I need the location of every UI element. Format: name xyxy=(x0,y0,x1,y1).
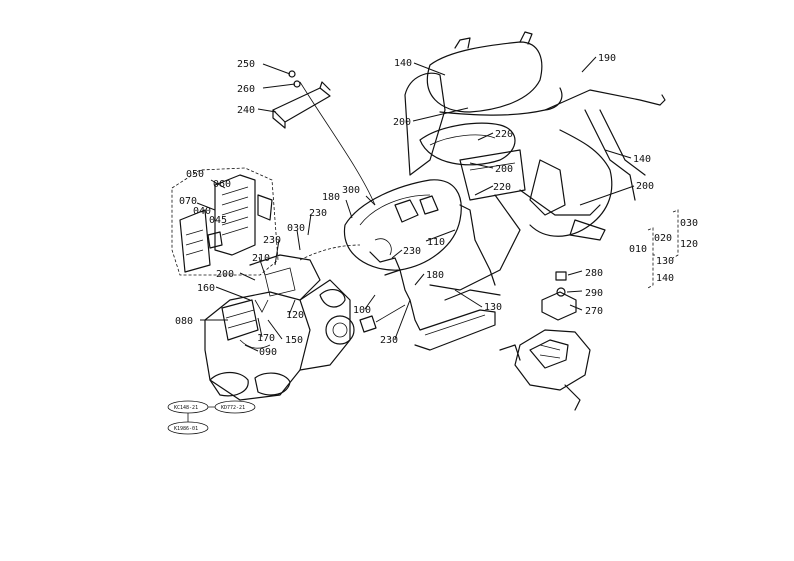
callout-280: 280 xyxy=(585,268,603,279)
callout-110: 110 xyxy=(427,237,445,248)
kit-ref-140: 140 xyxy=(656,273,674,284)
leader-lines xyxy=(196,56,635,352)
callout-230-top: 230 xyxy=(309,208,327,219)
seat-and-fender-assembly xyxy=(404,31,666,291)
callout-150: 150 xyxy=(285,335,303,346)
callout-200-left: 200 xyxy=(216,269,234,280)
callout-100: 100 xyxy=(353,305,371,316)
callout-070: 070 xyxy=(179,196,197,207)
callout-170: 170 xyxy=(257,333,275,344)
callout-240: 240 xyxy=(237,105,255,116)
callout-040: 040 xyxy=(193,206,211,217)
kit-ref-120: 120 xyxy=(680,239,698,250)
stamp-1-text: KC148-21 xyxy=(174,405,198,411)
callout-200-seat: 200 xyxy=(393,117,411,128)
kit-ref-010: 010 xyxy=(629,244,647,255)
callout-200-right: 200 xyxy=(636,181,654,192)
callout-230-mid: 230 xyxy=(403,246,421,257)
callout-230-left: 230 xyxy=(263,235,281,246)
callout-230-bottom: 230 xyxy=(380,335,398,346)
model-stamps: KC148-21 KD772-21 K1986-01 xyxy=(167,400,256,435)
fuse-box-assembly xyxy=(171,167,279,276)
engine-front-assembly xyxy=(204,254,406,401)
cover-plate-assembly xyxy=(272,70,376,206)
callout-050: 050 xyxy=(186,169,204,180)
kit-ref-130: 130 xyxy=(656,256,674,267)
callout-220-upper: 220 xyxy=(495,129,513,140)
stamp-3-text: K1986-01 xyxy=(174,426,198,432)
callout-030: 030 xyxy=(287,223,305,234)
callout-060: 060 xyxy=(213,179,231,190)
callout-140-right: 140 xyxy=(633,154,651,165)
callout-130: 130 xyxy=(484,302,502,313)
kit-bracket-lines xyxy=(647,209,679,289)
callout-260: 260 xyxy=(237,84,255,95)
callout-220-lower: 220 xyxy=(493,182,511,193)
callout-045: 045 xyxy=(209,215,227,226)
stamp-2-text: KD772-21 xyxy=(221,405,245,411)
callout-180-top: 180 xyxy=(322,192,340,203)
callout-080: 080 xyxy=(175,316,193,327)
callout-160: 160 xyxy=(197,283,215,294)
callout-270: 270 xyxy=(585,306,603,317)
callout-140-top: 140 xyxy=(394,58,412,69)
callout-210: 210 xyxy=(252,253,270,264)
kit-ref-020: 020 xyxy=(654,233,672,244)
callout-120: 120 xyxy=(286,310,304,321)
callout-200-mid: 200 xyxy=(495,164,513,175)
callout-190: 190 xyxy=(598,53,616,64)
rear-hitch-assembly xyxy=(499,271,591,411)
callout-300: 300 xyxy=(342,185,360,196)
callout-250: 250 xyxy=(237,59,255,70)
kit-ref-030: 030 xyxy=(680,218,698,229)
callout-290: 290 xyxy=(585,288,603,299)
dash-panel-harness xyxy=(299,179,501,351)
callout-labels: 250 260 240 140 200 220 200 220 190 140 … xyxy=(175,53,698,358)
callout-090: 090 xyxy=(259,347,277,358)
callout-180-mid: 180 xyxy=(426,270,444,281)
